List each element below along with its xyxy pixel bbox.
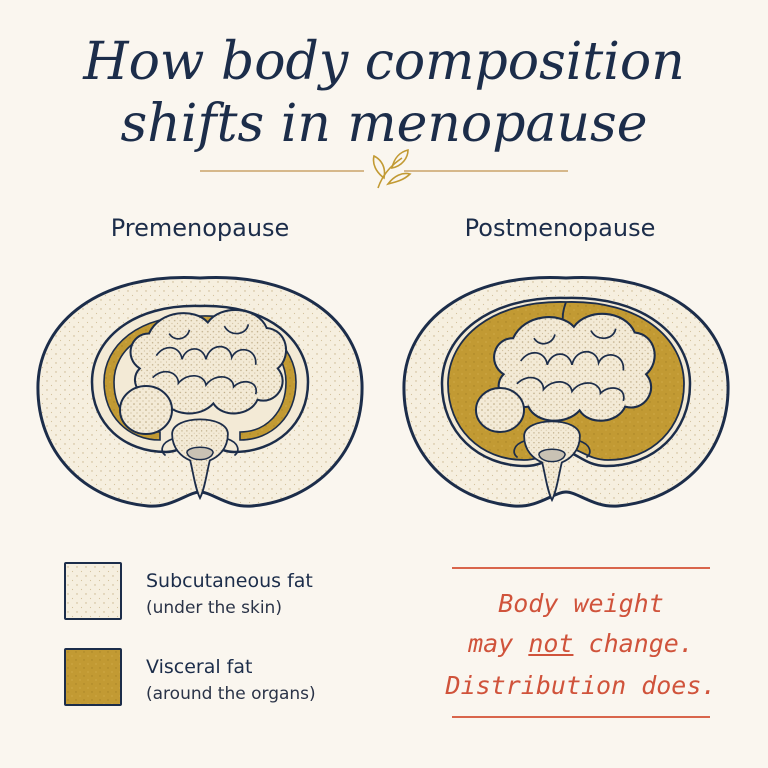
visceral-fat-sublabel: (around the organs)	[146, 684, 316, 704]
visceral-fat-swatch	[64, 648, 122, 706]
subcutaneous-fat-label: Subcutaneous fat	[146, 570, 313, 592]
note-line-3: Distribution does.	[445, 671, 717, 700]
premenopause-kidney	[119, 385, 173, 435]
note-top-rule	[452, 567, 710, 569]
leaf-sprig-icon	[372, 148, 412, 189]
note-emphasis-not: not	[528, 629, 574, 658]
postmenopause-label: Postmenopause	[464, 214, 656, 242]
note-line-1: Body weight	[498, 589, 664, 618]
note-line-2-pre: may	[468, 629, 529, 658]
note-bottom-rule	[452, 716, 710, 718]
subcutaneous-fat-sublabel: (under the skin)	[146, 598, 282, 618]
title-divider	[200, 148, 568, 189]
subcutaneous-fat-swatch	[64, 562, 122, 620]
note-line-2-post: change.	[573, 629, 694, 658]
note-line-2: may not change.	[440, 628, 722, 660]
title-line-1: How body composition	[83, 32, 685, 92]
visceral-fat-label: Visceral fat	[146, 656, 253, 678]
postmenopause-cross-section	[402, 276, 730, 508]
title-line-2: shifts in menopause	[120, 94, 648, 154]
premenopause-label: Premenopause	[110, 214, 290, 242]
premenopause-cross-section	[36, 276, 364, 508]
postmenopause-kidney	[475, 387, 525, 433]
